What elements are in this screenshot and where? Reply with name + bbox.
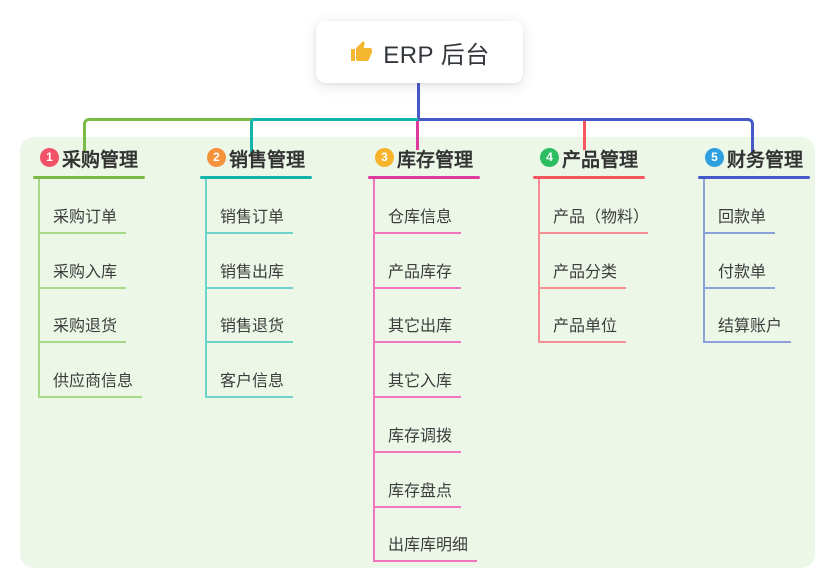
child-label: 库存盘点 — [388, 482, 453, 500]
branch-header[interactable]: 5 财务管理 — [698, 145, 830, 176]
connector-branch1 — [83, 118, 253, 153]
child-label: 产品单位 — [553, 318, 618, 336]
branch-label: 产品管理 — [562, 150, 639, 171]
branch-badge: 1 — [40, 148, 59, 167]
child-node[interactable]: 付款单 — [703, 259, 775, 289]
connector-branch5 — [418, 118, 754, 153]
branch-header[interactable]: 2 销售管理 — [200, 145, 332, 176]
branch-badge: 3 — [375, 148, 394, 167]
branch-underline — [368, 176, 480, 179]
branch-header[interactable]: 4 产品管理 — [533, 145, 665, 176]
branch-badge: 2 — [207, 148, 226, 167]
child-node[interactable]: 销售退货 — [205, 313, 293, 344]
trunk-connector — [417, 83, 420, 121]
root-node[interactable]: ERP 后台 — [316, 21, 523, 83]
child-node[interactable]: 产品库存 — [373, 259, 461, 289]
child-label: 回款单 — [718, 209, 767, 226]
child-node[interactable]: 其它入库 — [373, 368, 461, 399]
branch-underline — [533, 176, 645, 179]
child-node[interactable]: 客户信息 — [205, 368, 293, 399]
child-label: 出库库明细 — [388, 537, 469, 555]
branch-label: 销售管理 — [229, 150, 306, 171]
thumbs-up-icon — [351, 41, 373, 61]
branch-header[interactable]: 1 采购管理 — [33, 145, 165, 176]
branch-underline — [200, 176, 312, 179]
child-label: 销售出库 — [220, 263, 285, 281]
child-label: 采购入库 — [53, 263, 118, 281]
branch-spine-line — [373, 179, 375, 563]
child-label: 结算账户 — [718, 318, 783, 336]
child-label: 产品（物料） — [553, 209, 650, 226]
child-label: 采购订单 — [53, 209, 118, 226]
child-node[interactable]: 仓库信息 — [373, 204, 461, 234]
child-label: 仓库信息 — [388, 209, 453, 226]
child-label: 产品库存 — [388, 263, 453, 281]
branch-node-4: 4 产品管理 产品（物料） 产品分类 产品单位 — [533, 145, 665, 344]
child-node[interactable]: 产品单位 — [538, 313, 626, 344]
child-node[interactable]: 销售订单 — [205, 204, 293, 234]
child-label: 产品分类 — [553, 263, 618, 281]
child-node[interactable]: 销售出库 — [205, 259, 293, 289]
branch-spine-line — [703, 179, 705, 344]
child-label: 客户信息 — [220, 373, 285, 391]
child-label: 其它入库 — [388, 373, 453, 391]
connector-branch4-drop — [583, 121, 586, 150]
child-node[interactable]: 产品分类 — [538, 259, 626, 289]
child-node[interactable]: 结算账户 — [703, 313, 791, 344]
branch-badge: 5 — [705, 148, 724, 167]
branches-panel — [20, 137, 815, 568]
branch-spine-line — [538, 179, 540, 344]
branch-underline — [33, 176, 145, 179]
branch-node-5: 5 财务管理 回款单 付款单 结算账户 — [698, 145, 830, 344]
child-label: 销售退货 — [220, 318, 285, 336]
child-node[interactable]: 采购入库 — [38, 259, 126, 289]
child-label: 销售订单 — [220, 209, 285, 226]
connector-branch2 — [250, 118, 421, 153]
child-node[interactable]: 库存盘点 — [373, 478, 461, 508]
branch-label: 财务管理 — [727, 150, 804, 171]
branch-header[interactable]: 3 库存管理 — [368, 145, 500, 176]
child-node[interactable]: 其它出库 — [373, 313, 461, 344]
child-label: 采购退货 — [53, 318, 118, 336]
branch-label: 采购管理 — [62, 150, 139, 171]
child-label: 供应商信息 — [53, 373, 134, 391]
branch-node-1: 1 采购管理 采购订单 采购入库 采购退货 供应商信息 — [33, 145, 165, 399]
root-title: ERP 后台 — [383, 41, 490, 69]
child-node[interactable]: 回款单 — [703, 204, 775, 234]
branch-badge: 4 — [540, 148, 559, 167]
branch-node-2: 2 销售管理 销售订单 销售出库 销售退货 客户信息 — [200, 145, 332, 399]
branch-label: 库存管理 — [397, 150, 474, 171]
child-node[interactable]: 供应商信息 — [38, 368, 142, 399]
child-node[interactable]: 出库库明细 — [373, 532, 477, 563]
branch-node-3: 3 库存管理 仓库信息 产品库存 其它出库 其它入库 库存调拨 库存盘点 出库库… — [368, 145, 500, 563]
branch-underline — [698, 176, 810, 179]
child-node[interactable]: 采购订单 — [38, 204, 126, 234]
child-node[interactable]: 库存调拨 — [373, 423, 461, 453]
connector-branch3-drop — [416, 121, 419, 150]
child-label: 付款单 — [718, 263, 767, 281]
child-node[interactable]: 产品（物料） — [538, 204, 650, 234]
child-node[interactable]: 采购退货 — [38, 313, 126, 344]
child-label: 其它出库 — [388, 318, 453, 336]
child-label: 库存调拨 — [388, 427, 453, 445]
